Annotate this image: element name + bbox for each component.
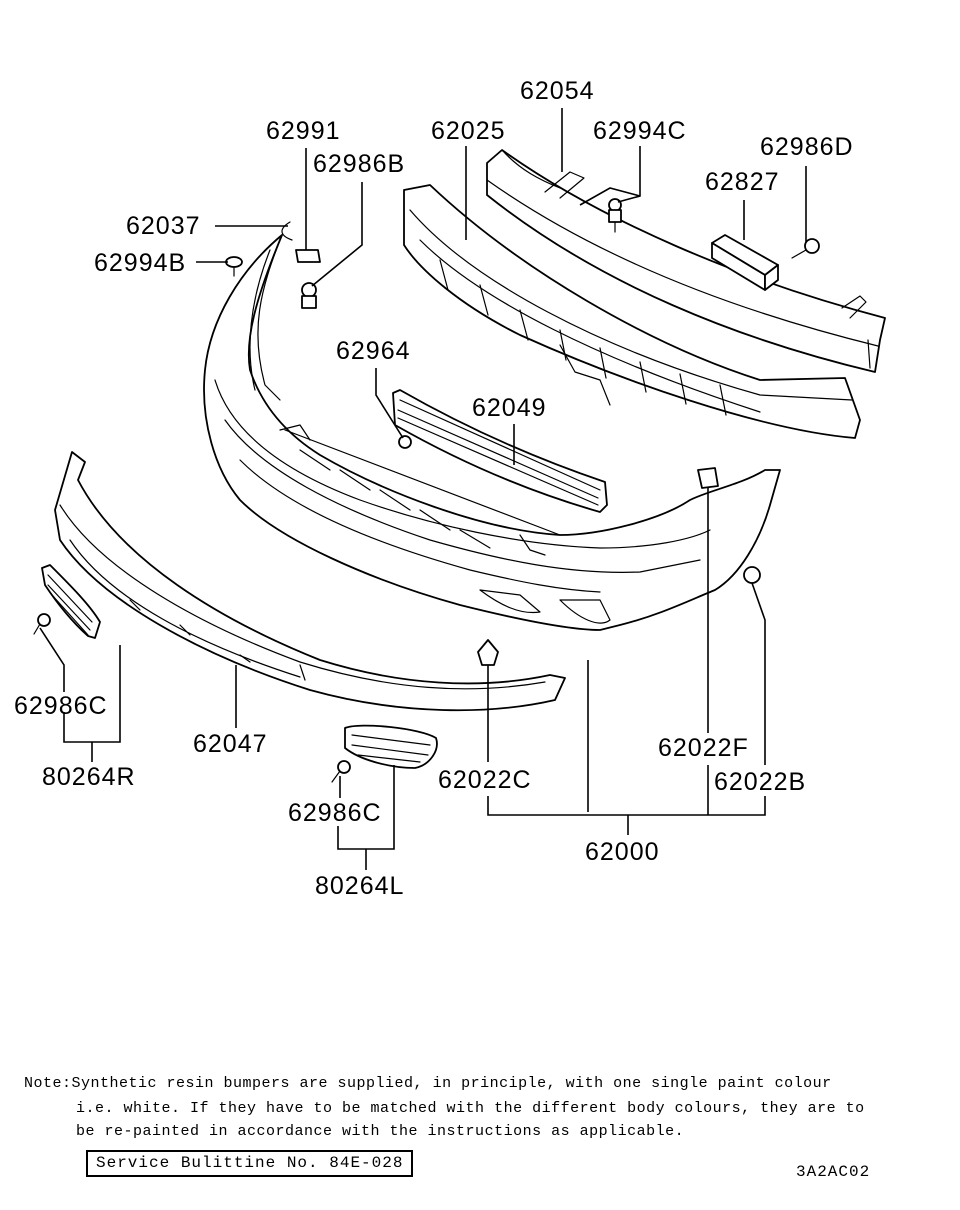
energy-absorber-62025 <box>403 184 861 439</box>
fog-cover-80264R <box>41 564 101 639</box>
reinforcement-beam-62054 <box>486 149 886 373</box>
clip-62022B <box>743 566 761 584</box>
note-line-3: be re-painted in accordance with the ins… <box>76 1123 685 1140</box>
bolt-62986C-center <box>331 760 351 783</box>
lower-spoiler-62047 <box>54 451 566 712</box>
label-62986D: 62986D <box>760 133 854 161</box>
clip-62994B <box>225 256 243 277</box>
bolt-62986C-left <box>33 613 51 635</box>
label-62986C-center: 62986C <box>288 799 382 827</box>
label-62994B: 62994B <box>94 249 186 277</box>
clip-62022F <box>697 467 719 489</box>
label-62986C-left: 62986C <box>14 692 108 720</box>
clip-62964 <box>398 435 412 449</box>
label-62991: 62991 <box>266 117 341 145</box>
bracket-62827 <box>711 234 779 291</box>
label-62986B: 62986B <box>313 150 405 178</box>
label-62964: 62964 <box>336 337 411 365</box>
label-80264R: 80264R <box>42 763 136 791</box>
note-line-1: Note:Synthetic resin bumpers are supplie… <box>24 1075 832 1092</box>
label-80264L: 80264L <box>315 872 404 900</box>
label-62047: 62047 <box>193 730 268 758</box>
leader-lines <box>39 108 807 870</box>
bumper-cover-62000 <box>203 234 781 631</box>
label-62022F: 62022F <box>658 734 749 762</box>
label-62022B: 62022B <box>714 768 806 796</box>
clip-62022C <box>477 639 499 666</box>
label-62022C: 62022C <box>438 766 532 794</box>
note-line-2: i.e. white. If they have to be matched w… <box>76 1100 865 1117</box>
label-62000: 62000 <box>585 838 660 866</box>
clip-62991 <box>295 249 321 263</box>
fog-cover-80264L <box>344 724 438 769</box>
label-62054: 62054 <box>520 77 595 105</box>
label-62994C: 62994C <box>593 117 687 145</box>
service-bulletin-box: Service Bulittine No. 84E-028 <box>86 1150 414 1177</box>
label-62827: 62827 <box>705 168 780 196</box>
bolt-62986D <box>791 238 820 259</box>
drawing-code: 3A2AC02 <box>796 1163 871 1181</box>
bolt-62994C <box>608 198 622 233</box>
label-62049: 62049 <box>472 394 547 422</box>
label-62037: 62037 <box>126 212 201 240</box>
seal-62037 <box>281 221 293 241</box>
label-62025: 62025 <box>431 117 506 145</box>
grille-62049 <box>392 389 608 513</box>
bolt-62986B <box>301 282 317 309</box>
